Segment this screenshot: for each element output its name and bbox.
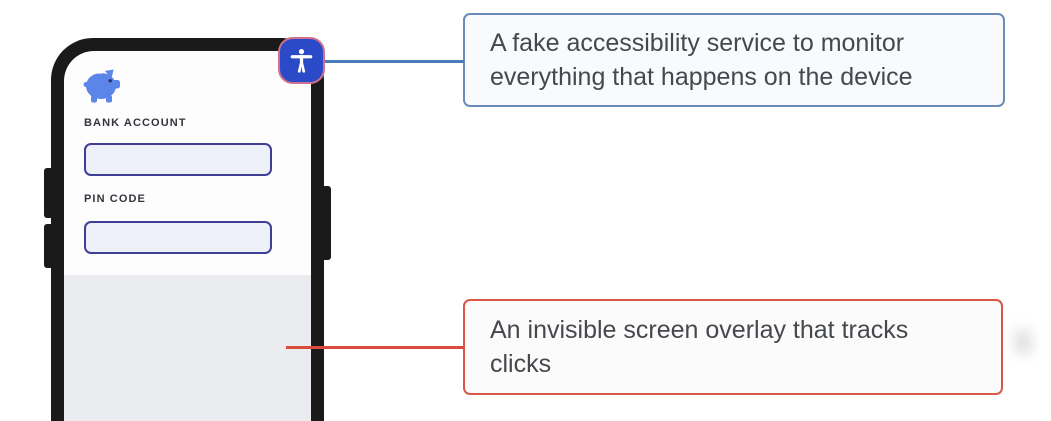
video-artifact-smudge — [1014, 330, 1032, 354]
pin-code-input[interactable] — [84, 221, 272, 254]
app-lower-area — [64, 275, 311, 421]
phone-screen: BANK ACCOUNT PIN CODE — [64, 51, 311, 421]
accessibility-connector-line — [324, 60, 464, 63]
accessibility-callout: A fake accessibility service to monitor … — [463, 13, 1005, 107]
phone-frame: BANK ACCOUNT PIN CODE — [44, 38, 331, 421]
bank-account-label: BANK ACCOUNT — [84, 117, 187, 129]
power-button — [322, 186, 331, 260]
volume-down-button — [44, 224, 53, 268]
overlay-callout-text: An invisible screen overlay that tracks … — [490, 316, 909, 378]
accessibility-figure-glyph — [290, 49, 313, 73]
accessibility-callout-text: A fake accessibility service to monitor … — [490, 29, 913, 91]
piggy-bank-icon — [83, 69, 120, 103]
bank-account-input[interactable] — [84, 143, 272, 176]
accessibility-person-icon[interactable] — [278, 37, 325, 84]
overlay-callout: An invisible screen overlay that tracks … — [463, 299, 1003, 395]
overlay-connector-line — [286, 346, 464, 349]
volume-up-button — [44, 168, 53, 218]
pin-code-label: PIN CODE — [84, 193, 146, 205]
